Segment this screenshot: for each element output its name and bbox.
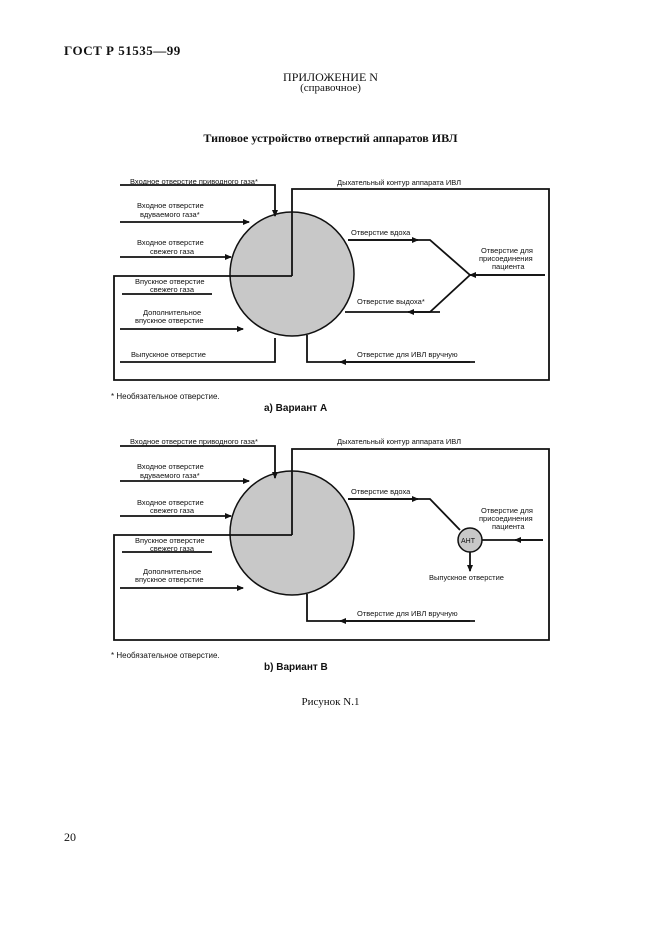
footnote-variant-b: * Необязательное отверстие. xyxy=(111,651,220,660)
drive-gas-inlet-line xyxy=(120,184,278,217)
exhaust-line xyxy=(120,338,276,363)
labels-variant-a: Входное отверстие приводного газа* Входн… xyxy=(111,177,533,414)
label-extra-intake-1: Дополнительное xyxy=(143,308,201,317)
page-number: 20 xyxy=(64,830,76,844)
label-blown-gas-inlet-2: вдуваемого газа* xyxy=(140,210,200,219)
figure-heading: Типовое устройство отверстий аппаратов И… xyxy=(203,131,458,145)
label-manual-b: Отверстие для ИВЛ вручную xyxy=(357,609,458,618)
exhale-line xyxy=(345,274,471,313)
label-manual: Отверстие для ИВЛ вручную xyxy=(357,350,458,359)
label-exhaust: Выпускное отверстие xyxy=(131,350,206,359)
labels-variant-b: Входное отверстие приводного газа* Входн… xyxy=(111,437,533,673)
label-fresh-gas-intake-1: Впускное отверстие xyxy=(135,277,205,286)
label-blown-gas-inlet-b-2: вдуваемого газа* xyxy=(140,471,200,480)
breathing-circuit-frame-b xyxy=(113,448,550,641)
label-drive-gas-inlet-b: Входное отверстие приводного газа* xyxy=(130,437,258,446)
label-fresh-gas-inlet-b-1: Входное отверстие xyxy=(137,498,204,507)
caption-variant-b: b) Вариант В xyxy=(264,662,328,673)
ant-valve xyxy=(457,527,483,553)
label-fresh-gas-intake-b-2: свежего газа xyxy=(150,544,195,553)
inhale-line-b xyxy=(348,498,461,531)
label-patient-b-1: Отверстие для xyxy=(481,506,533,515)
label-extra-intake-b-2: впускное отверстие xyxy=(135,575,204,584)
appendix-type: (справочное) xyxy=(300,82,361,94)
footnote-variant-a: * Необязательное отверстие. xyxy=(111,392,220,401)
label-exhale: Отверстие выдоха* xyxy=(357,297,425,306)
breathing-circuit-frame xyxy=(113,188,550,381)
label-fresh-gas-inlet-1: Входное отверстие xyxy=(137,238,204,247)
caption-variant-a: а) Вариант А xyxy=(264,403,327,414)
label-inhale: Отверстие вдоха xyxy=(351,228,411,237)
figure-caption: Рисунок N.1 xyxy=(301,696,360,708)
label-patient-2: присоединения xyxy=(479,254,533,263)
label-patient-3: пациента xyxy=(492,262,525,271)
label-blown-gas-inlet-b-1: Входное отверстие xyxy=(137,462,204,471)
label-extra-intake-b-1: Дополнительное xyxy=(143,567,201,576)
label-patient-b-3: пациента xyxy=(492,522,525,531)
label-fresh-gas-intake-b-1: Впускное отверстие xyxy=(135,536,205,545)
label-ant-valve: АНТ xyxy=(461,538,476,545)
diagram-variant-a xyxy=(113,184,550,381)
label-inhale-b: Отверстие вдоха xyxy=(351,487,411,496)
label-fresh-gas-inlet-2: свежего газа xyxy=(150,247,195,256)
label-breathing-circuit: Дыхательный контур аппарата ИВЛ xyxy=(337,178,461,187)
label-drive-gas-inlet: Входное отверстие приводного газа* xyxy=(130,177,258,186)
label-fresh-gas-intake-2: свежего газа xyxy=(150,285,195,294)
label-breathing-circuit-b: Дыхательный контур аппарата ИВЛ xyxy=(337,437,461,446)
label-blown-gas-inlet-1: Входное отверстие xyxy=(137,201,204,210)
label-extra-intake-2: впускное отверстие xyxy=(135,316,204,325)
label-patient-b-2: присоединения xyxy=(479,514,533,523)
label-fresh-gas-inlet-b-2: свежего газа xyxy=(150,506,195,515)
appendix-title: ПРИЛОЖЕНИЕ N xyxy=(283,70,378,84)
label-patient-1: Отверстие для xyxy=(481,246,533,255)
diagram-variant-b xyxy=(113,445,550,641)
label-valve-exhaust: Выпускное отверстие xyxy=(429,573,504,582)
document-code: ГОСТ Р 51535—99 xyxy=(64,43,181,58)
drive-gas-inlet-line-b xyxy=(120,445,278,479)
